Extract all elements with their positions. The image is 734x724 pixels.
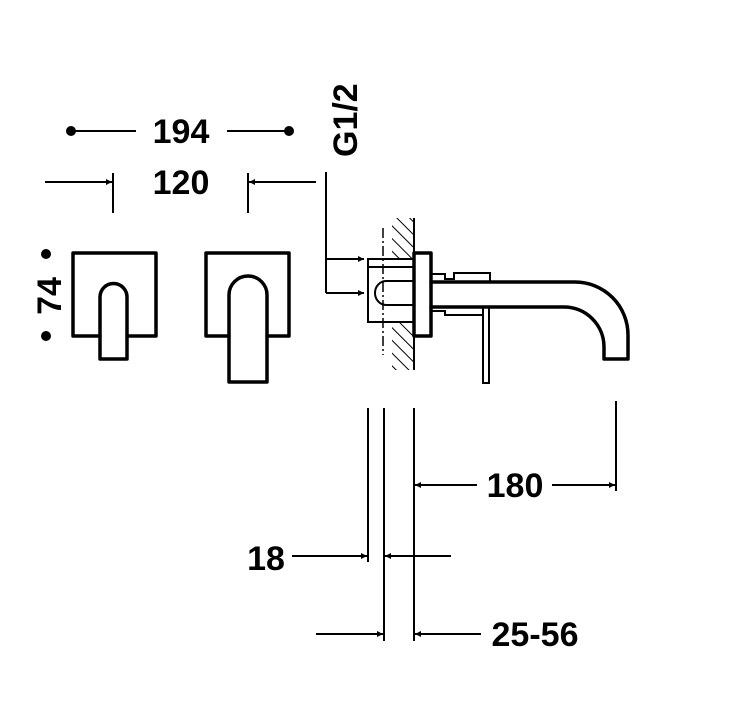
lever-handle-side-view xyxy=(482,308,490,384)
label-18: 18 xyxy=(247,540,285,578)
dimension-plate-height: 74 xyxy=(31,249,69,341)
wall-section xyxy=(382,218,415,370)
label-120: 120 xyxy=(153,164,210,202)
dimension-plate-thickness: 18 xyxy=(247,540,451,578)
left-handle-front-view xyxy=(71,251,158,361)
dimension-spout-projection: 180 xyxy=(415,467,615,505)
cover-plate-side-view xyxy=(412,251,433,338)
right-handle-front-view xyxy=(204,251,291,384)
label-180: 180 xyxy=(487,467,544,505)
dimension-endpoint-dot xyxy=(284,126,294,136)
label-194: 194 xyxy=(153,113,210,151)
extension-lines xyxy=(367,401,617,641)
dimension-wall-depth: 25-56 xyxy=(316,616,578,654)
label-25-56: 25-56 xyxy=(492,616,579,654)
dimension-handle-centers: 120 xyxy=(45,164,316,213)
dimension-thread: G1/2 xyxy=(325,83,365,296)
label-g1-2: G1/2 xyxy=(327,83,365,157)
spout-side-view xyxy=(429,272,630,361)
dimension-overall-width: 194 xyxy=(66,113,294,151)
label-74: 74 xyxy=(31,277,69,315)
concealed-body-side-view xyxy=(367,258,415,323)
